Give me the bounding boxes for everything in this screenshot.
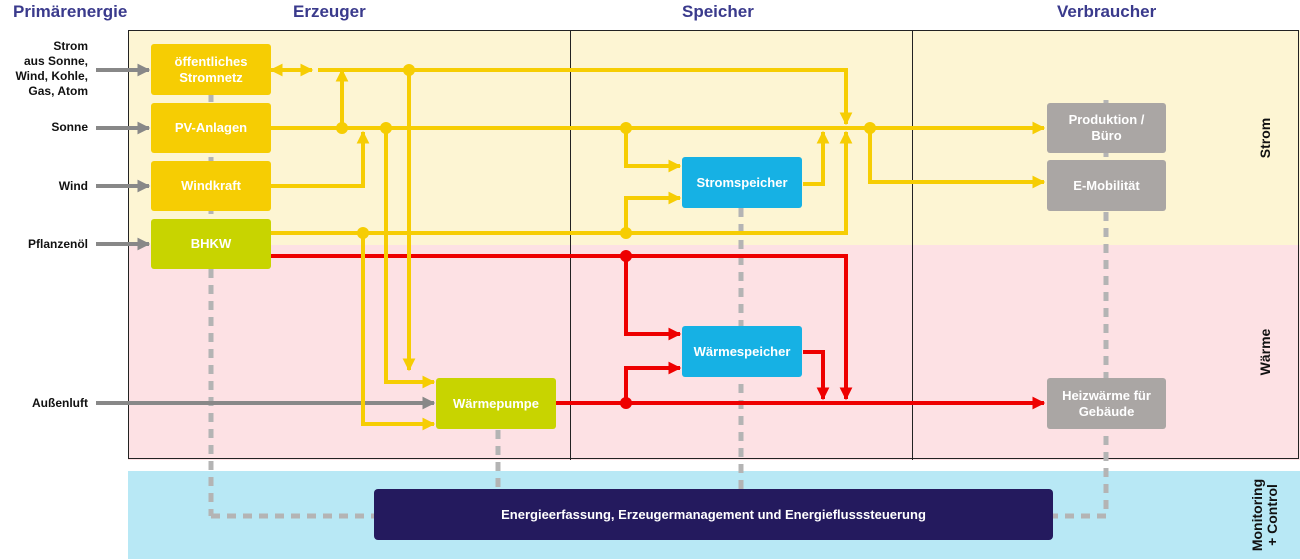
heat-storage-out [803,350,830,401]
header-storage: Speicher [682,2,754,21]
office-line2: Büro [1091,128,1122,143]
office-box[interactable]: Produktion / Büro [1047,103,1166,153]
source-grid-label: Strom aus Sonne, Wind, Kohle, Gas, Atom [15,39,88,99]
header-consumers: Verbraucher [1057,2,1157,21]
source-grid-line1: Strom [53,39,88,53]
public-grid-line2: Stromnetz [179,69,243,85]
source-grid-line4: Gas, Atom [28,84,88,98]
monitoring-line2: + Control [1264,484,1280,546]
header-producers: Erzeuger [293,2,366,21]
power-to-storage [624,128,682,173]
office-line1: Produktion / [1068,112,1145,127]
power-storage-out [803,130,830,186]
public-grid-box[interactable]: öffentliches Stromnetz [151,44,271,95]
source-oil-label: Pflanzenöl [27,237,88,251]
source-sun-label: Sonne [51,120,88,134]
source-grid-line3: Wind, Kohle, [15,69,88,83]
heat-chp-to-heating [271,254,853,401]
wind-box[interactable]: Windkraft [151,161,271,211]
column-divider-storage [570,30,571,460]
building-heating-box[interactable]: Heizwärme für Gebäude [1047,378,1166,429]
header-primary-energy: Primärenergie [13,2,128,21]
energy-control-bar[interactable]: Energieerfassung, Erzeugermanagement und… [374,489,1053,540]
heating-line2: Gebäude [1078,403,1135,419]
monitoring-line1: Monitoring [1249,478,1265,552]
column-divider-consumers [912,30,913,460]
control-links [208,45,1109,519]
primary-arrows [96,63,436,410]
power-wind-feed [271,130,370,188]
power-flows [269,63,1046,431]
heatpump-box[interactable]: Wärmepumpe [436,378,556,429]
source-air-label: Außenluft [32,396,88,410]
source-grid-line2: aus Sonne, [23,54,88,68]
power-to-emobility [868,128,1046,189]
side-label-heat: Wärme [1257,328,1273,376]
heat-junctions [620,250,632,409]
heat-chp-to-storage [624,256,682,341]
pv-box[interactable]: PV-Anlagen [151,103,271,153]
power-chp-to-heatpump [361,233,436,431]
public-grid-line1: öffentliches [174,53,248,69]
heat-storage-box[interactable]: Wärmespeicher [682,326,802,377]
source-wind-label: Wind [58,179,88,193]
power-storage-box[interactable]: Stromspeicher [682,157,802,208]
side-label-monitoring: Monitoring + Control [1249,470,1282,560]
power-pv-to-heatpump [384,128,436,389]
heating-line1: Heizwärme für [1062,387,1151,403]
power-grid-top [318,68,853,126]
emobility-box[interactable]: E-Mobilität [1047,160,1166,211]
heat-flows [271,254,1046,410]
side-label-power: Strom [1257,117,1273,159]
heat-pump-to-storage [624,361,682,403]
chp-box[interactable]: BHKW [151,219,271,269]
power-junctions [336,64,876,239]
power-chp-line [271,130,853,235]
power-chp-to-storage [624,191,682,233]
